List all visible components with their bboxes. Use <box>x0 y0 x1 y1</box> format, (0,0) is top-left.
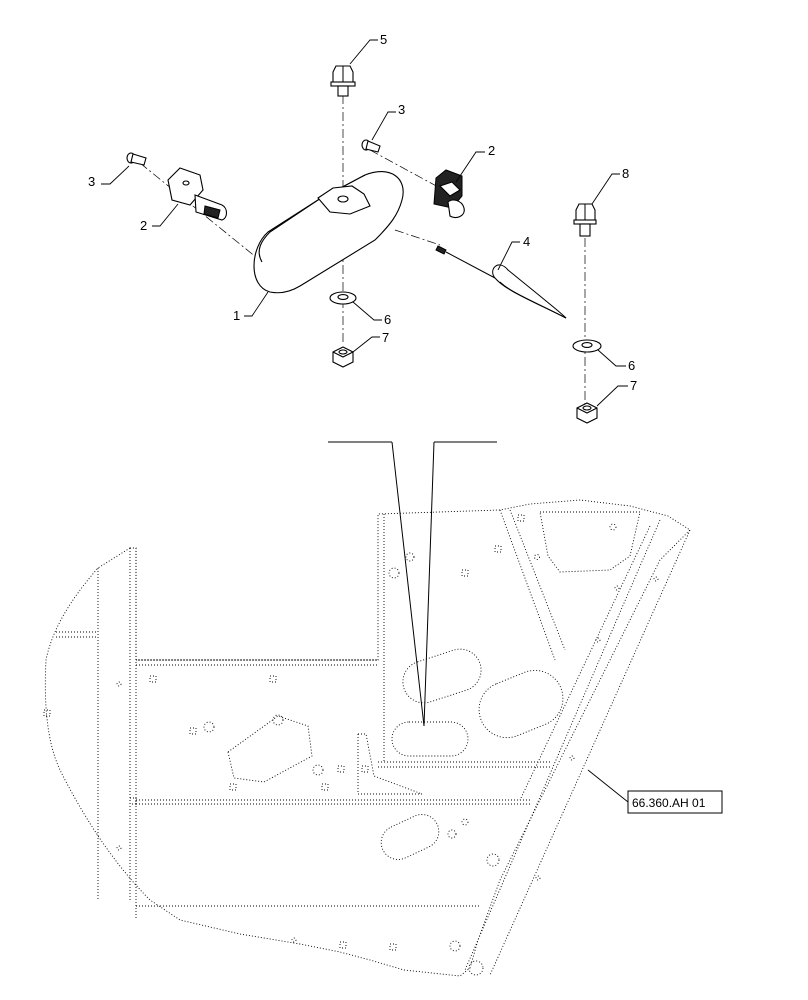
bolt-part-5 <box>330 65 356 97</box>
cover-plate-part-1 <box>253 171 404 294</box>
zoom-indicator <box>328 441 497 727</box>
callout-2-right: 2 <box>488 143 495 158</box>
callout-7-center: 7 <box>382 330 389 345</box>
nut-part-7-right <box>576 402 598 424</box>
reference-leader <box>587 769 629 803</box>
lanyard-part-4 <box>435 245 567 319</box>
callout-5: 5 <box>380 32 387 47</box>
nut-part-7-center <box>332 346 354 368</box>
location-view: 66.360.AH 01 <box>43 441 723 977</box>
callout-4: 4 <box>523 234 530 249</box>
callout-6-right: 6 <box>628 358 635 373</box>
washer-part-6-center <box>329 291 357 305</box>
reference-label-box <box>627 790 723 814</box>
callout-3-right: 3 <box>398 102 405 117</box>
callout-2-left: 2 <box>140 218 147 233</box>
exploded-view: 5 3 2 3 2 4 8 1 6 7 <box>88 32 637 424</box>
callouts: 5 3 2 3 2 4 8 1 6 7 <box>88 32 637 407</box>
screw-part-3-right <box>361 139 381 153</box>
callout-6-center: 6 <box>384 312 391 327</box>
bolt-part-8 <box>573 203 597 237</box>
latch-part-2-left <box>167 167 228 221</box>
callout-1: 1 <box>233 308 240 323</box>
reference-label: 66.360.AH 01 <box>632 796 706 810</box>
callout-3-left: 3 <box>88 174 95 189</box>
callout-7-right: 7 <box>630 378 637 393</box>
washer-part-6-right <box>572 339 602 353</box>
latch-part-2-right <box>433 169 465 219</box>
screw-part-3-left <box>126 152 147 166</box>
callout-8: 8 <box>622 166 629 181</box>
